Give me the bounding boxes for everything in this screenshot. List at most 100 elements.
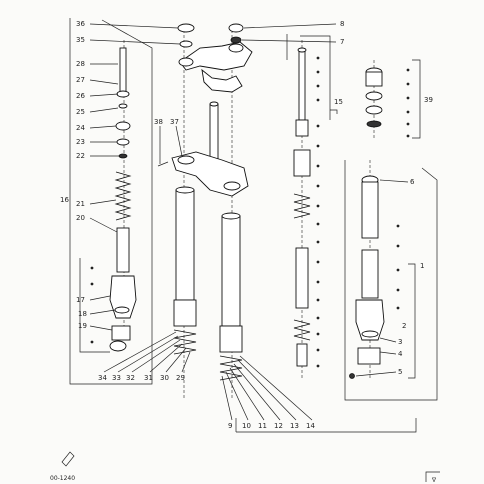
cap-bolt-28 [119, 47, 127, 93]
label-37: 37 [170, 118, 179, 126]
damper-lower-spring [293, 319, 311, 341]
damper-rod-top [297, 47, 307, 53]
label-10: 10 [242, 422, 251, 430]
label-12: 12 [274, 422, 283, 430]
bushing-right [219, 325, 243, 353]
label-15: 15 [334, 98, 343, 106]
label-3: 3 [398, 338, 402, 346]
label-24: 24 [76, 124, 85, 132]
upper-clamp-lower [201, 68, 243, 93]
label-11: 11 [258, 422, 267, 430]
bolt-38 [157, 161, 169, 167]
left-lower-bracket [79, 258, 110, 353]
label-18: 18 [78, 310, 87, 318]
label-31: 31 [144, 374, 153, 382]
washer-26 [116, 90, 130, 98]
axle-holder-19 [111, 325, 131, 341]
slider-17 [109, 275, 137, 319]
label-19: 19 [78, 322, 87, 330]
right-upper-tube [361, 181, 379, 239]
inner-tube-20 [116, 227, 130, 273]
group-39-ring-3 [366, 120, 382, 128]
group-39-ring-2 [365, 105, 383, 115]
spring-21 [114, 171, 132, 221]
orientation-arrow-icon [61, 451, 75, 467]
label-7: 7 [340, 38, 344, 46]
corner-mark-frame [425, 471, 440, 482]
seal-24 [115, 121, 131, 131]
damper-rod [298, 49, 306, 121]
label-4: 4 [398, 350, 403, 358]
label-20: 20 [76, 214, 85, 222]
rings-9-14 [219, 355, 243, 381]
damper-bracket-top [286, 34, 331, 120]
drawing-code: 00-1240 [50, 475, 75, 482]
label-39: 39 [424, 96, 433, 104]
label-30: 30 [160, 374, 169, 382]
label-28: 28 [76, 60, 85, 68]
damper-piston [295, 119, 309, 137]
label-29: 29 [176, 374, 185, 382]
label-22: 22 [76, 152, 85, 160]
nut-7 [230, 36, 242, 44]
bushing-left [173, 299, 197, 327]
stanchion-left [175, 189, 195, 301]
seal-18 [114, 306, 130, 314]
label-13: 13 [290, 422, 299, 430]
right-axle-holder [357, 347, 381, 365]
label-14: 14 [306, 422, 315, 430]
stanchion-right-top [221, 212, 241, 220]
label-21: 21 [76, 200, 85, 208]
right-group-bracket [344, 160, 438, 401]
label-17: 17 [76, 296, 85, 304]
right-lower-bracket [408, 263, 416, 379]
lower-clamp-bore-left [177, 155, 195, 165]
corner-mark: ∇ [431, 477, 437, 484]
label-2: 2 [402, 322, 406, 330]
stanchion-right [221, 215, 241, 327]
label-38: 38 [154, 118, 163, 126]
cap-8 [228, 23, 244, 33]
drain-bolt-5 [349, 373, 355, 379]
left-group-bracket [69, 18, 153, 385]
right-seal [361, 330, 379, 338]
ring-22 [118, 153, 128, 159]
label-33: 33 [112, 374, 121, 382]
group-39-body [365, 71, 383, 87]
rebound-spring [293, 193, 311, 219]
washer-35 [179, 40, 193, 48]
center-bottom-bracket [236, 418, 417, 433]
label-6: 6 [410, 178, 415, 186]
clamp-bore-right [228, 43, 244, 53]
cap-36 [177, 23, 195, 33]
damper-body [295, 247, 309, 309]
label-35: 35 [76, 36, 85, 44]
reference-dots [90, 56, 410, 368]
label-34: 34 [98, 374, 107, 382]
label-27: 27 [76, 76, 85, 84]
clip-25 [118, 103, 128, 109]
group-39-ring-1 [365, 91, 383, 101]
steering-stem [209, 103, 219, 163]
damper-bracket-tick [330, 109, 338, 114]
leader-lines [89, 23, 409, 421]
label-1: 1 [420, 262, 424, 270]
right-lower-tube [361, 249, 379, 299]
label-32: 32 [126, 374, 135, 382]
stem-top [209, 101, 219, 107]
label-5: 5 [398, 368, 402, 376]
group-39-bracket [412, 59, 421, 139]
label-8: 8 [340, 20, 344, 28]
right-slider [355, 299, 385, 341]
label-16: 16 [60, 196, 69, 204]
damper-tail [296, 343, 308, 367]
label-26: 26 [76, 92, 85, 100]
lower-clamp-bore-right [223, 181, 241, 191]
label-23: 23 [76, 138, 85, 146]
clamp-bore-left [178, 57, 194, 67]
spacer-23 [116, 138, 130, 146]
label-25: 25 [76, 108, 85, 116]
bottom-case-left [109, 340, 127, 352]
